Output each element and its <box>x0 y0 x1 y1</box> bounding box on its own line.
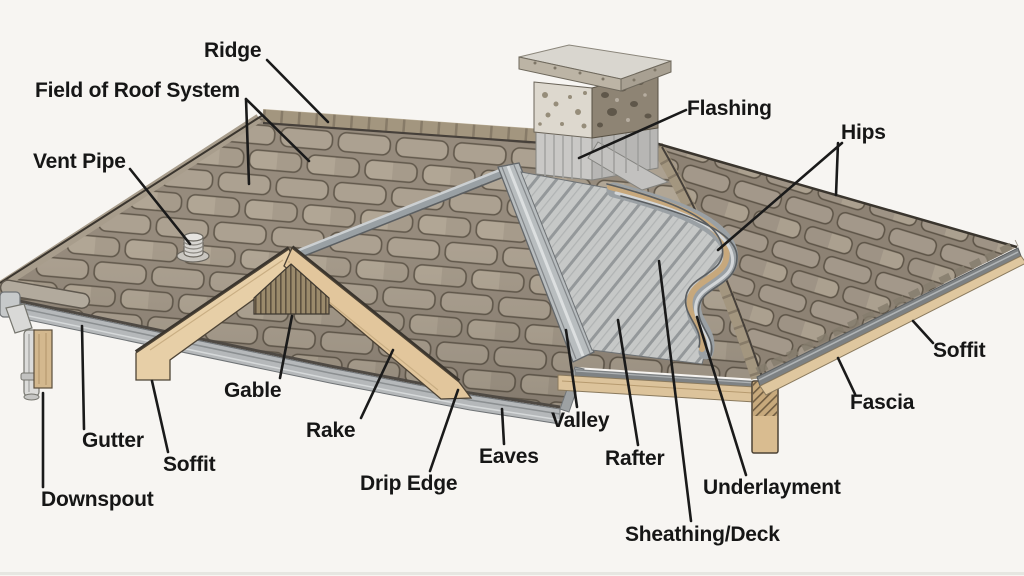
label-fascia: Fascia <box>850 391 915 414</box>
leader-valley <box>564 328 579 409</box>
label-rake: Rake <box>306 419 356 442</box>
leader-hips-b <box>834 141 840 197</box>
eave-roll <box>0 279 91 309</box>
front-right-eave <box>557 369 773 404</box>
left-outline <box>0 114 264 284</box>
label-soffit-left: Soffit <box>163 453 216 476</box>
leader-sheathing <box>657 259 693 523</box>
label-soffit-right: Soffit <box>933 339 986 362</box>
leader-soffit-right <box>911 319 935 345</box>
leader-lines <box>41 58 935 523</box>
label-underlayment: Underlayment <box>703 476 841 499</box>
leader-eaves <box>500 407 506 446</box>
label-sheathing-deck: Sheathing/Deck <box>625 523 780 546</box>
leader-gutter <box>80 324 86 431</box>
chimney <box>518 44 672 191</box>
right-eave <box>755 239 1024 396</box>
leader-rafter <box>616 318 640 447</box>
label-drip-edge: Drip Edge <box>360 472 458 495</box>
leader-vent-pipe <box>128 167 192 246</box>
vent-pipe <box>176 232 210 263</box>
label-gutter: Gutter <box>82 429 144 452</box>
gable-ridge-band <box>291 166 507 261</box>
label-downspout: Downspout <box>41 488 154 511</box>
leader-underlayment <box>695 315 748 477</box>
leader-soffit-left <box>150 379 170 454</box>
leader-fascia <box>836 356 857 396</box>
label-gable: Gable <box>224 379 282 402</box>
leader-rake <box>359 348 395 420</box>
gable-structure <box>134 245 473 400</box>
bottom-edge-artifact <box>0 572 1024 575</box>
leader-field-a <box>244 97 251 186</box>
label-field-of-roof: Field of Roof System <box>35 79 240 102</box>
label-valley: Valley <box>551 409 610 432</box>
leader-ridge <box>265 58 330 124</box>
label-hips: Hips <box>841 121 886 144</box>
label-vent-pipe: Vent Pipe <box>33 150 126 173</box>
valley-flashing-channel <box>497 162 595 363</box>
leader-field-b <box>244 97 311 163</box>
label-eaves: Eaves <box>479 445 539 468</box>
leader-hips-a <box>716 141 844 252</box>
leader-gable <box>278 314 294 380</box>
label-flashing: Flashing <box>687 97 772 120</box>
leader-drip-edge <box>428 388 460 473</box>
roof-plane-right <box>655 143 1017 378</box>
leader-flashing <box>577 108 688 160</box>
eave-wood-return <box>33 329 53 389</box>
label-rafter: Rafter <box>605 447 665 470</box>
label-ridge: Ridge <box>204 39 262 62</box>
